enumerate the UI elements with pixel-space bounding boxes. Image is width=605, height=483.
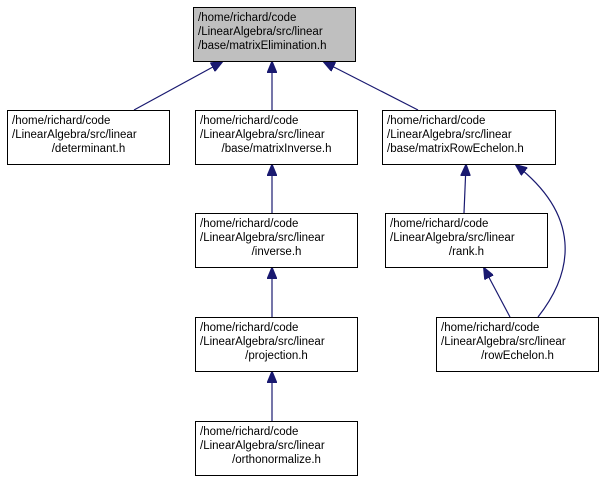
node-matrix-inverse[interactable]: /home/richard/code /LinearAlgebra/src/li… xyxy=(195,110,358,165)
node-line: /home/richard/code xyxy=(390,218,489,230)
node-line: /home/richard/code xyxy=(200,218,299,230)
node-inverse[interactable]: /home/richard/code /LinearAlgebra/src/li… xyxy=(195,213,358,268)
node-line: /home/richard/code xyxy=(200,426,299,438)
node-rank[interactable]: /home/richard/code /LinearAlgebra/src/li… xyxy=(385,213,548,268)
edge-matrix-row-echelon-to-matrix-elimination xyxy=(324,62,419,111)
edge-row-echelon-to-rank xyxy=(484,268,511,318)
node-line: /home/richard/code xyxy=(441,322,540,334)
node-determinant[interactable]: /home/richard/code /LinearAlgebra/src/li… xyxy=(7,110,170,165)
node-line: /LinearAlgebra/src/linear xyxy=(200,440,325,452)
node-line: /LinearAlgebra/src/linear xyxy=(198,26,323,38)
node-line: /base/matrixRowEchelon.h xyxy=(387,143,524,155)
node-line: /LinearAlgebra/src/linear xyxy=(390,232,515,244)
node-orthonormalize[interactable]: /home/richard/code /LinearAlgebra/src/li… xyxy=(195,421,358,476)
node-line: /LinearAlgebra/src/linear xyxy=(200,232,325,244)
node-matrix-elimination[interactable]: /home/richard/code /LinearAlgebra/src/li… xyxy=(193,7,356,62)
node-row-echelon[interactable]: /home/richard/code /LinearAlgebra/src/li… xyxy=(436,317,599,372)
node-projection[interactable]: /home/richard/code /LinearAlgebra/src/li… xyxy=(195,317,358,372)
node-line: /inverse.h xyxy=(251,246,302,258)
node-line: /LinearAlgebra/src/linear xyxy=(387,129,512,141)
node-line: /rank.h xyxy=(448,246,485,258)
node-line: /rowEchelon.h xyxy=(481,350,554,362)
node-line: /home/richard/code xyxy=(198,12,297,24)
node-line: /determinant.h xyxy=(51,143,126,155)
node-line: /home/richard/code xyxy=(200,322,299,334)
node-line: /home/richard/code xyxy=(12,115,111,127)
node-matrix-row-echelon[interactable]: /home/richard/code /LinearAlgebra/src/li… xyxy=(382,110,556,165)
edge-rank-to-matrix-row-echelon xyxy=(464,165,466,214)
edge-row-echelon-to-matrix-row-echelon xyxy=(516,165,566,318)
node-line: /home/richard/code xyxy=(200,115,299,127)
node-line: /LinearAlgebra/src/linear xyxy=(12,129,137,141)
node-line: /LinearAlgebra/src/linear xyxy=(200,336,325,348)
node-line: /LinearAlgebra/src/linear xyxy=(200,129,325,141)
node-line: /orthonormalize.h xyxy=(232,454,321,466)
node-line: /projection.h xyxy=(245,350,308,362)
node-line: /home/richard/code xyxy=(387,115,486,127)
edge-determinant-to-matrix-elimination xyxy=(133,62,222,111)
node-line: /base/matrixInverse.h xyxy=(221,143,332,155)
node-line: /base/matrixElimination.h xyxy=(198,40,327,52)
node-line: /LinearAlgebra/src/linear xyxy=(441,336,566,348)
